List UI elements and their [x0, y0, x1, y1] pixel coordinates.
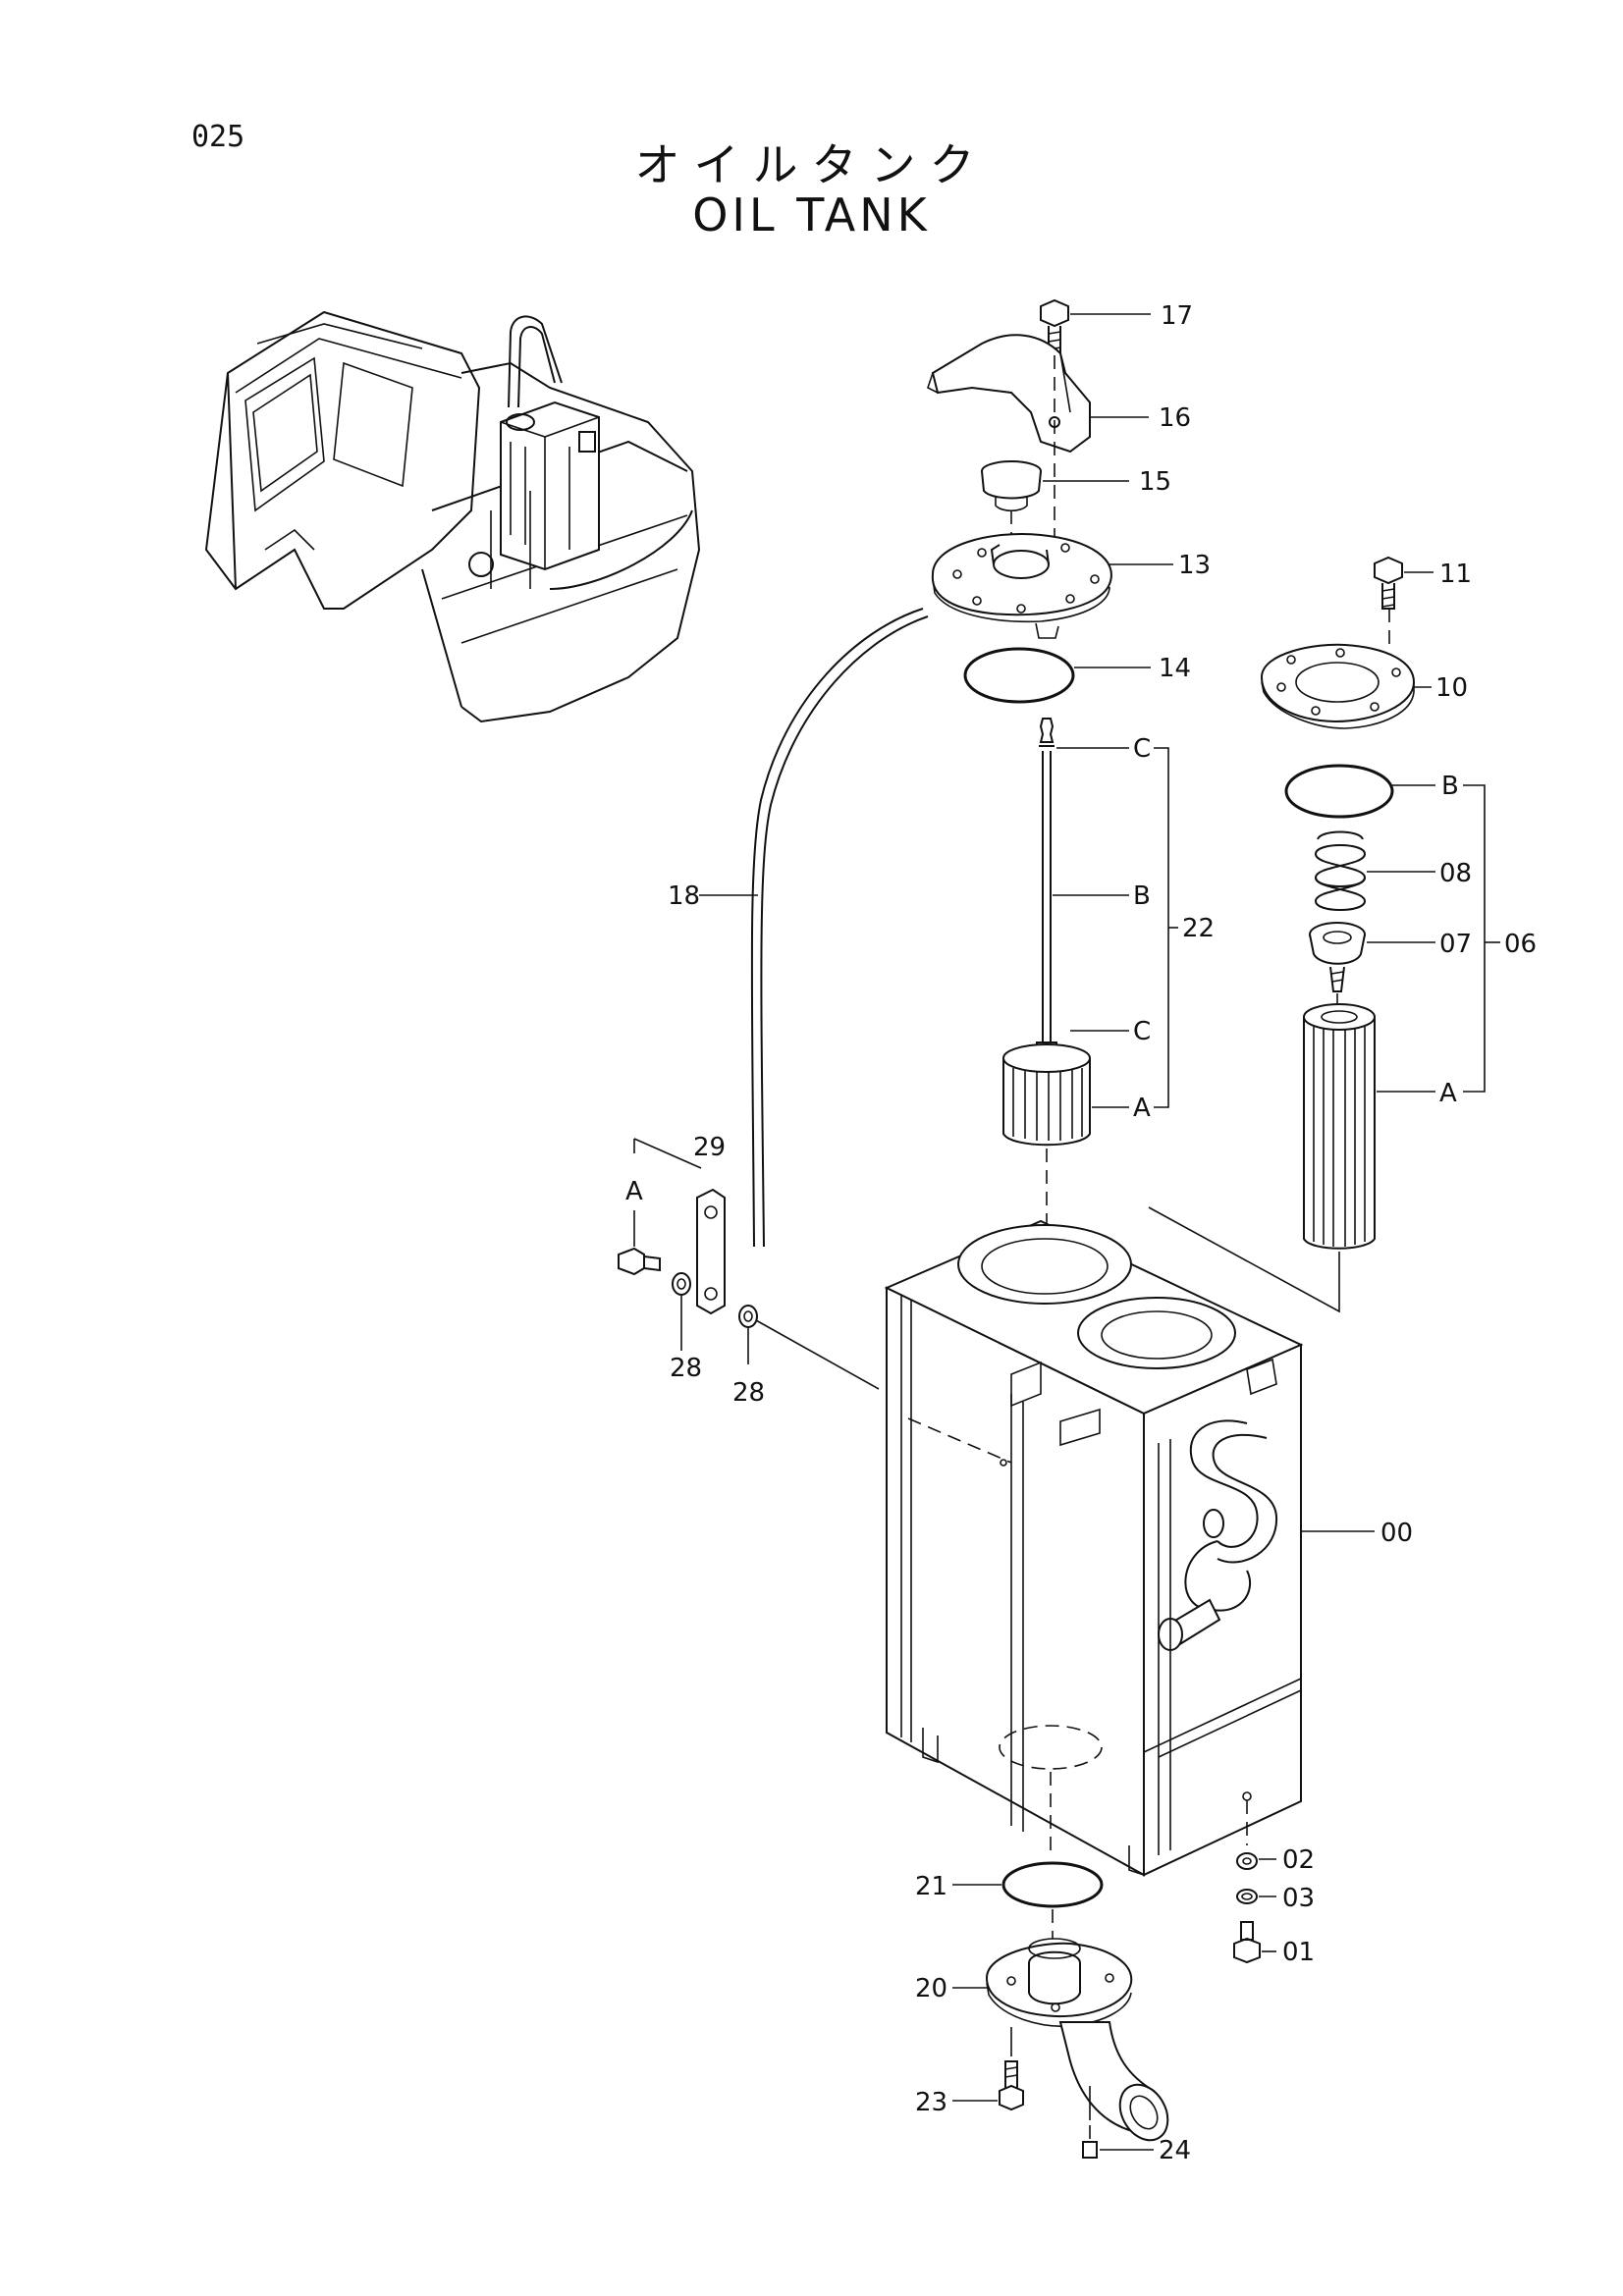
- callout-29-a: A: [625, 1177, 643, 1206]
- callout-01: 01: [1282, 1938, 1315, 1967]
- callout-labels: 17 16 15 13 14 11 10 B 08 07 06 A C B 22…: [625, 301, 1537, 2165]
- callout-24: 24: [1159, 2136, 1191, 2165]
- callout-07: 07: [1439, 930, 1472, 959]
- part-21-o-ring: [952, 1772, 1104, 1939]
- callout-06-a: A: [1439, 1079, 1457, 1108]
- callout-11: 11: [1439, 560, 1472, 589]
- part-15-filler-cap: [981, 460, 1129, 550]
- callout-29: 29: [693, 1133, 726, 1162]
- callout-16: 16: [1159, 403, 1191, 433]
- callout-14: 14: [1159, 654, 1191, 683]
- part-20-suction-flange: [952, 1938, 1169, 2142]
- callout-13: 13: [1178, 551, 1211, 580]
- callout-10: 10: [1435, 673, 1468, 703]
- callout-23: 23: [915, 2088, 947, 2117]
- part-10-cover: [1260, 643, 1432, 729]
- part-23-bolt: [952, 2027, 1024, 2111]
- callout-22-b: B: [1133, 881, 1151, 911]
- callout-06: 06: [1504, 930, 1537, 959]
- callout-22-c-mid: C: [1133, 1017, 1151, 1046]
- part-18-hose: [699, 608, 929, 1248]
- page-number: 025: [191, 120, 245, 154]
- callout-18: 18: [668, 881, 700, 911]
- parts-02-03-01-drain-plug: [1233, 1800, 1276, 1964]
- part-11-bolt: [1374, 556, 1434, 648]
- callout-22-a: A: [1133, 1094, 1151, 1123]
- part-17-bolt: [1040, 298, 1151, 354]
- callout-20: 20: [915, 1974, 947, 2003]
- callout-00: 00: [1380, 1519, 1413, 1548]
- part-00-oil-tank: [884, 1219, 1375, 1877]
- callout-06-b: B: [1441, 772, 1459, 801]
- title-english: OIL TANK: [692, 188, 931, 241]
- excavator-locator-illustration: [204, 310, 701, 723]
- title-japanese: オイルタンク: [634, 138, 989, 191]
- callout-08: 08: [1439, 859, 1472, 888]
- part-29-bracket-and-28-washers: [618, 1138, 880, 1390]
- callout-02: 02: [1282, 1845, 1315, 1875]
- callout-15: 15: [1139, 467, 1171, 497]
- callout-28-right: 28: [732, 1378, 765, 1408]
- part-22-strainer-assembly: [1002, 718, 1178, 1247]
- part-16-bracket: [927, 334, 1149, 589]
- part-14-o-ring: [963, 647, 1151, 704]
- callout-03: 03: [1282, 1884, 1315, 1913]
- part-13-cover-plate: [931, 533, 1173, 639]
- part-24-plug: [1082, 2125, 1154, 2159]
- callout-21: 21: [915, 1872, 947, 1901]
- callout-28-left: 28: [670, 1354, 702, 1383]
- callout-17: 17: [1161, 301, 1193, 331]
- callout-22: 22: [1182, 914, 1215, 943]
- part-06-filter-assembly: [1148, 764, 1500, 1313]
- callout-22-c-top: C: [1133, 734, 1151, 764]
